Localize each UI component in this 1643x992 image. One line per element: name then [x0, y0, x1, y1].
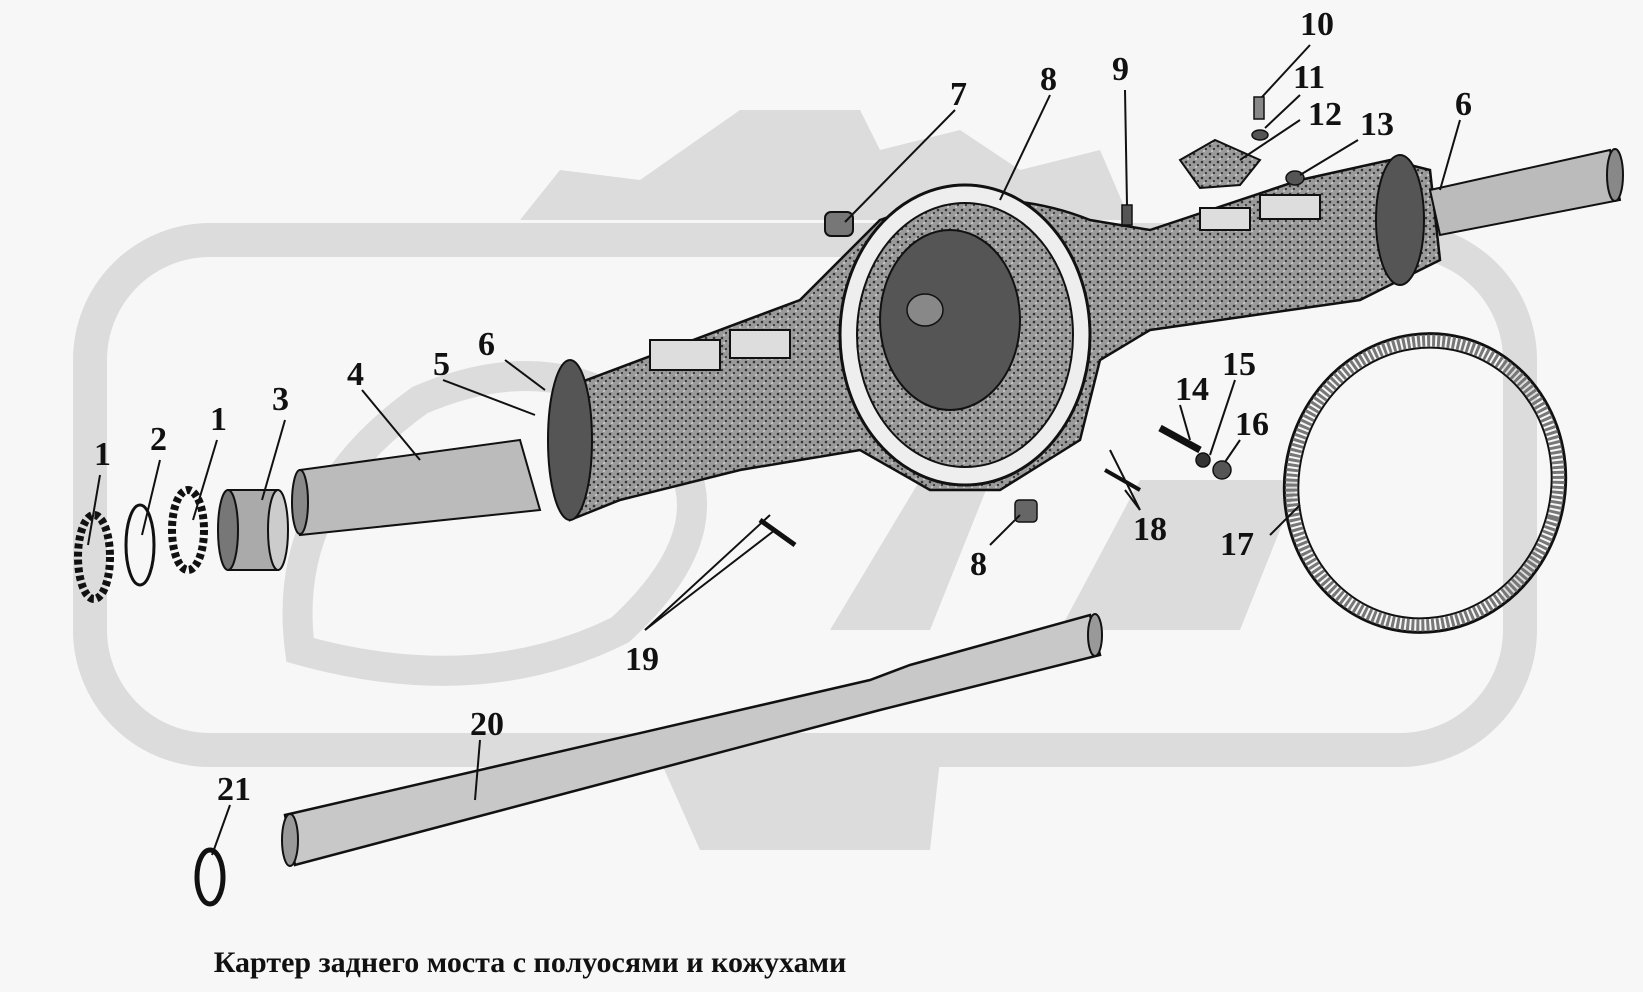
callout-17: 17: [1220, 526, 1254, 563]
leader-lines: [87, 44, 1461, 856]
callout-6a: 6: [478, 326, 495, 363]
callout-10: 10: [1300, 6, 1334, 43]
callout-1a: 1: [94, 436, 111, 473]
callout-12: 12: [1308, 96, 1342, 133]
callout-numbers: 1 2 1 3 4 5 6 7 8 9 10 11 12 13 6 14 15 …: [94, 6, 1472, 808]
plug-8-lower: [1014, 499, 1038, 523]
callout-14: 14: [1175, 371, 1209, 408]
callout-16: 16: [1235, 406, 1269, 443]
callout-15: 15: [1222, 346, 1256, 383]
bearing-3: [217, 489, 289, 571]
callout-5: 5: [433, 346, 450, 383]
callout-8a: 8: [1040, 61, 1057, 98]
callout-19: 19: [625, 641, 659, 678]
callout-1b: 1: [210, 401, 227, 438]
pin-18: [1104, 468, 1141, 492]
washer-15: [1195, 452, 1211, 468]
axle-housing: [291, 148, 1624, 537]
callout-9: 9: [1112, 51, 1129, 88]
nut-ring-1b: [168, 486, 208, 574]
callout-21: 21: [217, 771, 251, 808]
nut-16: [1212, 460, 1232, 480]
pin-19: [758, 517, 797, 548]
callout-7: 7: [950, 76, 967, 113]
breather-9: [1121, 204, 1133, 226]
bracket-12: [1178, 138, 1262, 190]
half-shaft-20: [281, 613, 1103, 867]
stud-14: [1158, 424, 1202, 454]
callout-11: 11: [1293, 59, 1325, 96]
callout-2: 2: [150, 421, 167, 458]
plug-7: [824, 211, 854, 237]
callout-20: 20: [470, 706, 504, 743]
callout-4: 4: [347, 356, 364, 393]
bolt-10: [1253, 96, 1265, 120]
diagram-caption: Картер заднего моста с полуосями и кожух…: [213, 946, 847, 979]
ring-21: [194, 847, 226, 907]
washer-11: [1251, 129, 1269, 141]
callout-3: 3: [272, 381, 289, 418]
callout-6b: 6: [1455, 86, 1472, 123]
washer-2: [124, 503, 156, 587]
callout-18: 18: [1133, 511, 1167, 548]
nut-ring-1a: [74, 511, 114, 603]
callout-8b: 8: [970, 546, 987, 583]
gasket-17: [1282, 332, 1568, 634]
nut-13: [1285, 170, 1305, 186]
callout-13: 13: [1360, 106, 1394, 143]
